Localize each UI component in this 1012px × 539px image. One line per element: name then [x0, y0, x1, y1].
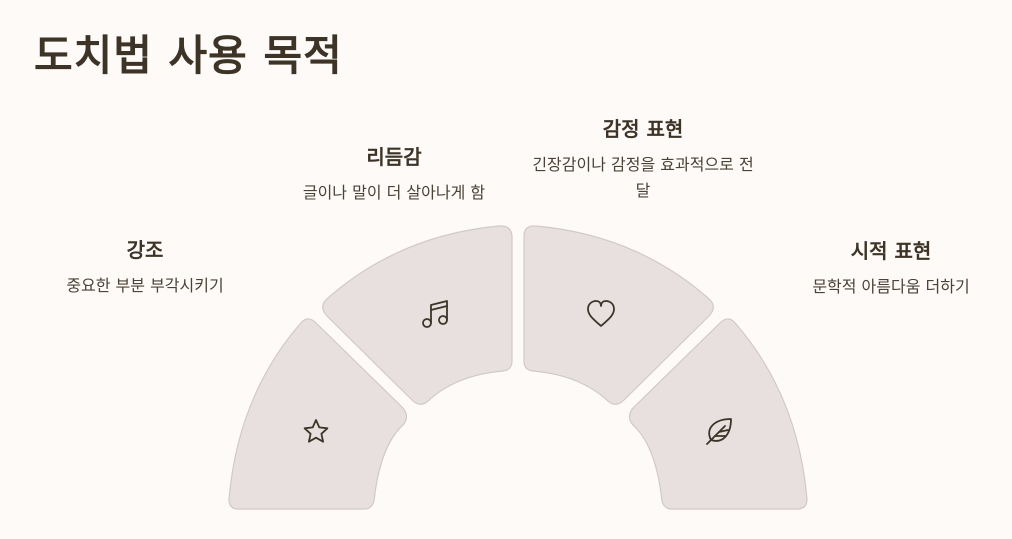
label-emotion: 감정 표현 긴장감이나 감정을 효과적으로 전달: [531, 113, 755, 204]
music-note-icon: [422, 300, 448, 328]
label-emphasis-title: 강조: [126, 238, 164, 262]
segment-rhythm: [322, 225, 513, 405]
segment-emphasis-shape: [228, 318, 408, 510]
label-emphasis: 강조 중요한 부분 부각시키기: [40, 234, 250, 299]
segment-poetic: [628, 318, 808, 510]
star-icon: [303, 419, 329, 443]
segment-emotion-shape: [523, 225, 714, 405]
segment-emotion: [523, 225, 714, 405]
heart-icon: [587, 300, 615, 327]
label-rhythm-desc: 글이나 말이 더 살아나게 함: [302, 183, 486, 202]
segment-poetic-shape: [628, 318, 808, 510]
segment-rhythm-shape: [322, 225, 513, 405]
label-rhythm: 리듬감 글이나 말이 더 살아나게 함: [278, 141, 510, 206]
label-rhythm-title: 리듬감: [366, 145, 422, 169]
label-poetic: 시적 표현 문학적 아름다움 더하기: [786, 235, 996, 300]
feather-icon: [706, 418, 732, 445]
segment-emphasis: [228, 318, 408, 510]
label-emotion-desc: 긴장감이나 감정을 효과적으로 전달: [532, 155, 754, 200]
label-emphasis-desc: 중요한 부분 부각시키기: [66, 276, 224, 295]
label-emotion-title: 감정 표현: [602, 117, 684, 141]
label-poetic-desc: 문학적 아름다움 더하기: [812, 277, 970, 296]
label-poetic-title: 시적 표현: [850, 239, 932, 263]
page-title: 도치법 사용 목적: [34, 31, 343, 80]
